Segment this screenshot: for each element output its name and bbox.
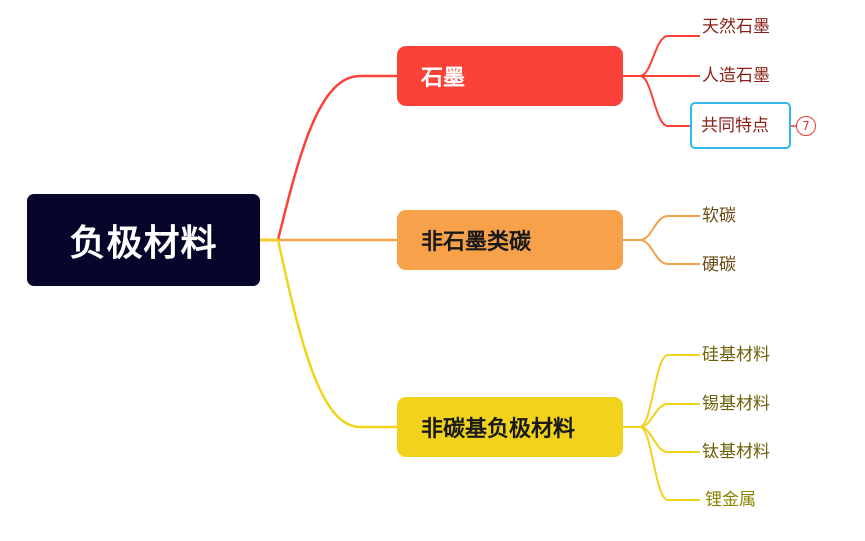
leaf-hard-carbon[interactable]: 硬碳: [702, 255, 736, 275]
leaf-lithium-metal[interactable]: 锂金属: [705, 490, 756, 510]
branch-label: 非石墨类碳: [421, 230, 532, 255]
badge-count: 7: [802, 119, 810, 133]
connector-nongraphite-hard: [623, 239, 700, 265]
connector-graphite-common: [623, 75, 690, 127]
connector-nongraphite-soft: [623, 215, 700, 241]
leaf-natural-graphite[interactable]: 天然石墨: [702, 17, 770, 37]
connector-root-graphite: [260, 74, 397, 242]
selected-node-outline[interactable]: [690, 102, 791, 149]
connector-noncarbon-titanium: [623, 426, 700, 453]
connector-noncarbon-silicon: [623, 354, 700, 428]
connector-noncarbon-lithium: [623, 426, 700, 501]
connector-noncarbon-tin: [623, 403, 700, 428]
connector-root-noncarbon: [260, 238, 397, 429]
leaf-soft-carbon[interactable]: 软碳: [702, 206, 736, 226]
leaf-titanium-based[interactable]: 钛基材料: [702, 442, 770, 462]
branch-non-graphite-carbon[interactable]: 非石墨类碳: [397, 210, 623, 270]
leaf-silicon-based[interactable]: 硅基材料: [702, 345, 770, 365]
connector-graphite-natural: [623, 35, 700, 77]
root-node[interactable]: 负极材料: [27, 194, 260, 286]
branch-graphite[interactable]: 石墨: [397, 46, 623, 106]
leaf-tin-based[interactable]: 锡基材料: [702, 394, 770, 414]
branch-label: 石墨: [421, 66, 466, 91]
collapsed-count-badge[interactable]: 7: [796, 116, 816, 136]
branch-label: 非碳基负极材料: [421, 417, 576, 442]
branch-non-carbon-anode[interactable]: 非碳基负极材料: [397, 397, 623, 457]
leaf-common-features[interactable]: 共同特点: [701, 116, 769, 136]
root-label: 负极材料: [69, 223, 218, 264]
leaf-artificial-graphite[interactable]: 人造石墨: [702, 66, 770, 86]
